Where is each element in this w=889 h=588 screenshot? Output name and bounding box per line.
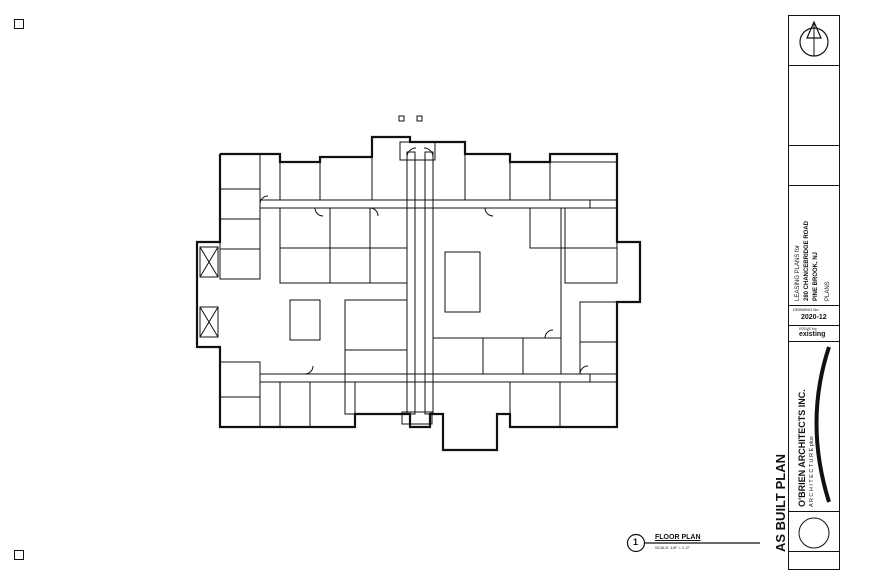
drawing-number-cell: DRAWING No. 2020-12 — [789, 306, 839, 326]
drawing-number: 2020-12 — [801, 314, 827, 321]
firm-logo-arc — [814, 346, 831, 503]
corner-mark-top-left — [14, 19, 24, 29]
floor-plan-drawing — [195, 115, 642, 452]
project-cell: LEASING PLANS for 280 CHANCEBRIDGE ROAD … — [789, 186, 839, 306]
central-corridor-right — [424, 151, 434, 415]
title-block: LEASING PLANS for 280 CHANCEBRIDGE ROAD … — [788, 15, 840, 570]
central-corridor-left — [406, 151, 416, 415]
corner-mark-bottom-left — [14, 550, 24, 560]
sheet-title: AS BUILT PLAN — [773, 454, 788, 552]
project-line3: PINE BROOK, NJ — [813, 251, 819, 301]
caption-bubble — [626, 533, 760, 553]
footer-cell — [789, 552, 839, 569]
stamp-area — [789, 66, 839, 146]
north-arrow-icon — [799, 20, 829, 57]
issue-status-cell: ISSUE for existing — [789, 326, 839, 342]
caption-scale: SCALE: 1/8" = 1'-0" — [655, 545, 690, 550]
issue-status-label: ISSUE for — [799, 326, 817, 331]
firm-cell: O'BRIEN ARCHITECTS INC. A R C H I T E C … — [789, 342, 839, 512]
caption-title: FLOOR PLAN — [655, 534, 701, 541]
building-perimeter — [195, 135, 642, 452]
seal-icon — [798, 517, 830, 549]
project-line1: LEASING PLANS for — [795, 244, 801, 301]
floor-plan-caption: 1 FLOOR PLAN SCALE: 1/8" = 1'-0" — [625, 533, 765, 553]
seal-cell — [789, 512, 839, 552]
north-arrow-cell — [789, 16, 839, 66]
caption-number: 1 — [633, 537, 639, 547]
drawing-type: PLANS — [825, 281, 831, 301]
project-line2: 280 CHANCEBRIDGE ROAD — [804, 220, 810, 301]
issue-status: existing — [799, 331, 826, 338]
drawing-number-label: DRAWING No. — [793, 307, 820, 312]
revision-cells — [789, 146, 839, 186]
firm-name: O'BRIEN ARCHITECTS INC. — [797, 389, 807, 507]
firm-tagline: A R C H I T E C T U R E plus — [809, 436, 815, 507]
